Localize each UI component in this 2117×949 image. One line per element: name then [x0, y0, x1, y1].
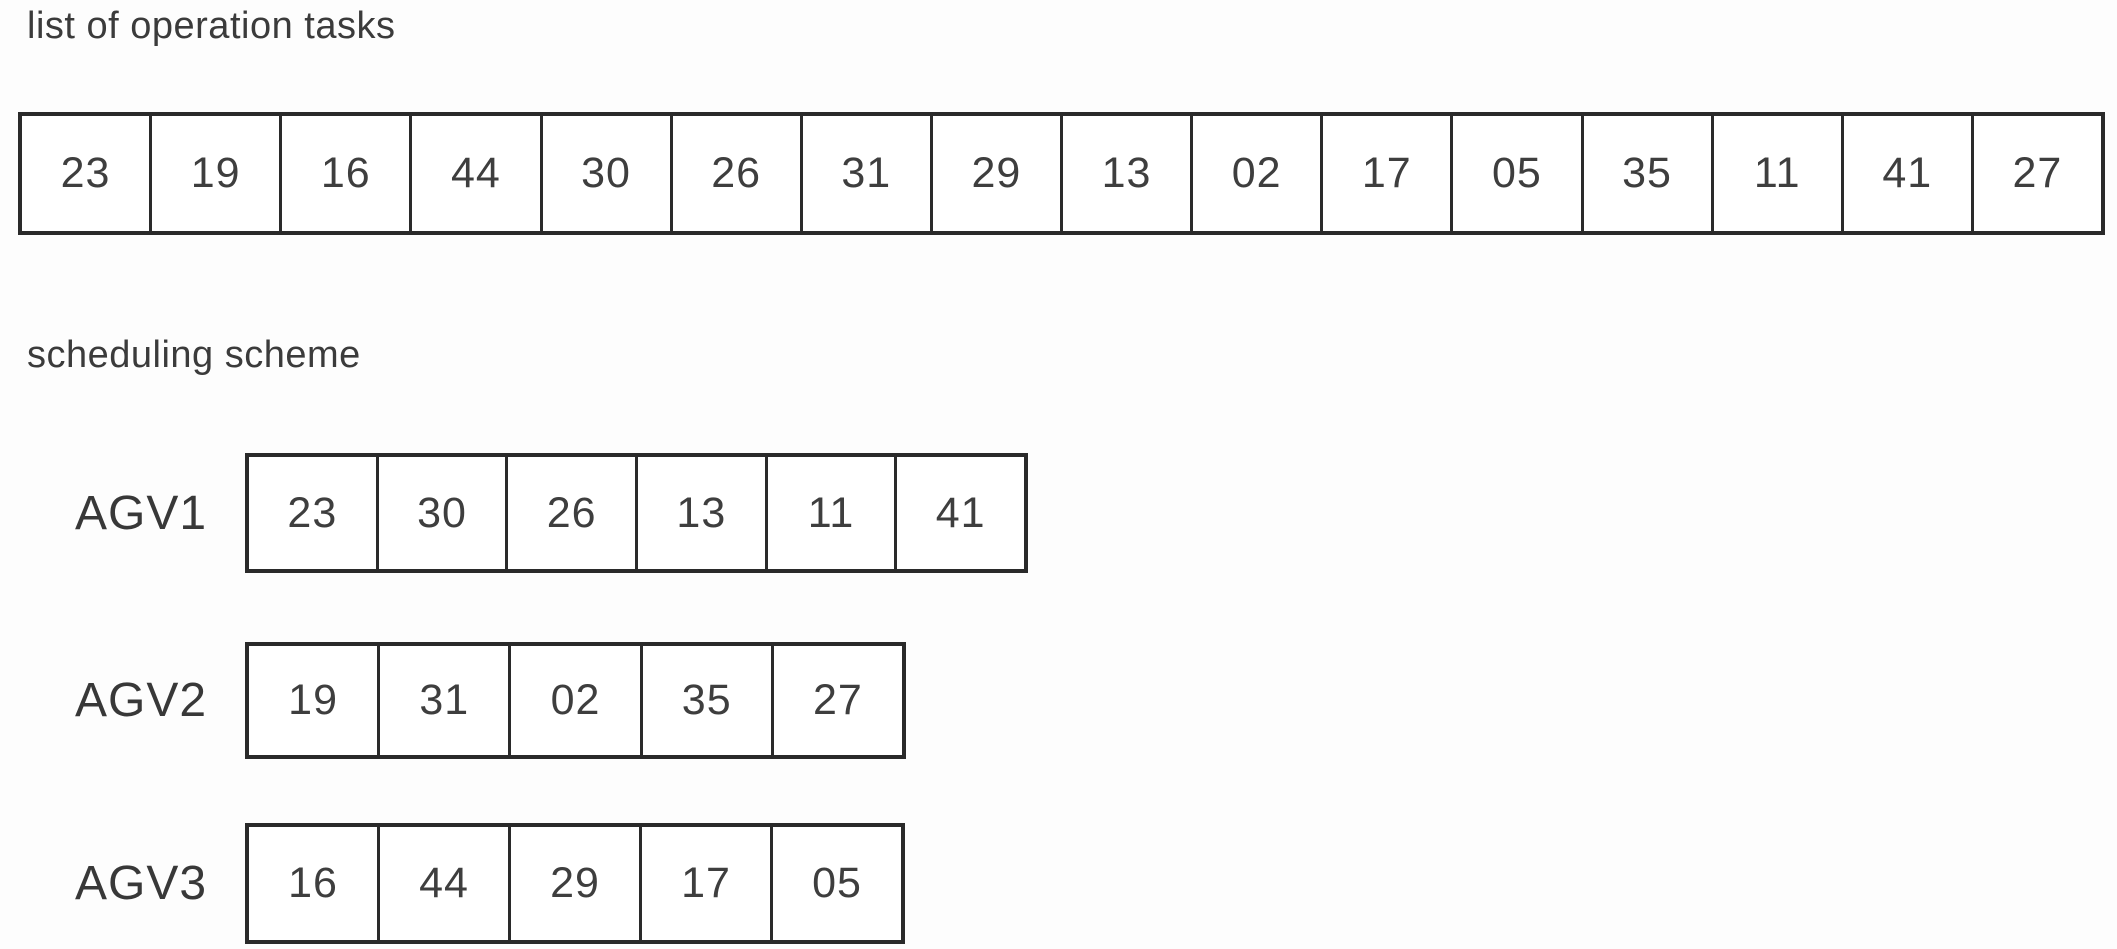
task-cell: 13: [635, 457, 765, 569]
task-cell: 31: [799, 116, 930, 231]
task-cell: 44: [377, 827, 508, 940]
task-cell: 02: [508, 646, 640, 755]
task-cell: 26: [669, 116, 800, 231]
task-cell: 30: [539, 116, 670, 231]
task-cell: 31: [377, 646, 509, 755]
task-cell: 27: [770, 646, 903, 755]
task-cell: 41: [894, 457, 1025, 569]
agv1-label: AGV1: [75, 486, 208, 540]
task-cell: 35: [639, 646, 771, 755]
task-cell: 17: [639, 827, 770, 940]
task-cell: 44: [409, 116, 540, 231]
task-cell: 02: [1190, 116, 1321, 231]
task-cell: 41: [1840, 116, 1971, 231]
scheduling-scheme-title: scheduling scheme: [27, 334, 361, 376]
task-cell: 30: [375, 457, 506, 569]
task-cell: 11: [764, 457, 895, 569]
task-cell: 23: [249, 457, 376, 569]
task-cell: 35: [1580, 116, 1711, 231]
task-cell: 29: [929, 116, 1060, 231]
task-cell: 05: [770, 827, 901, 940]
task-cell: 26: [505, 457, 636, 569]
agv2-label: AGV2: [75, 674, 208, 727]
task-cell: 23: [22, 116, 150, 231]
agv3-label: AGV3: [75, 857, 208, 910]
task-cell: 19: [149, 116, 280, 231]
task-cell: 17: [1320, 116, 1451, 231]
task-cell: 16: [279, 116, 410, 231]
task-cell: 19: [249, 646, 378, 755]
task-cell: 11: [1710, 116, 1841, 231]
task-cell: 13: [1060, 116, 1191, 231]
task-cell: 16: [249, 827, 377, 940]
task-list-title: list of operation tasks: [27, 5, 396, 47]
task-cell: 29: [508, 827, 639, 940]
task-cell: 27: [1970, 116, 2101, 231]
task-cell: 05: [1450, 116, 1581, 231]
